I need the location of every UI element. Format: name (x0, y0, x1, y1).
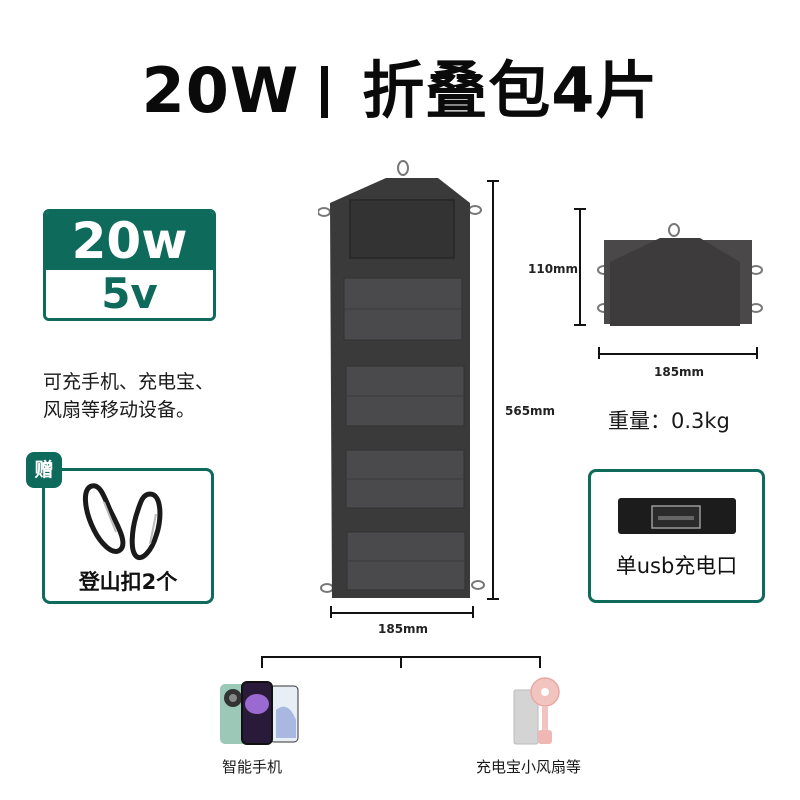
unfolded-height-label: 565mm (505, 404, 556, 418)
usb-port-icon (618, 498, 736, 534)
powerbank-fan-icon (513, 677, 560, 745)
description-line-2: 风扇等移动设备。 (43, 399, 196, 421)
dimension-tick (487, 598, 499, 600)
spec-badge: 20w 5v (43, 209, 216, 321)
spec-voltage: 5v (46, 270, 213, 318)
folded-height-label: 110mm (528, 262, 579, 276)
usb-label: 单usb充电口 (615, 554, 738, 578)
description-line-1: 可充手机、充电宝、 (43, 371, 215, 393)
gift-badge: 赠 (26, 452, 62, 488)
device-label-powerbank-fan: 充电宝小风扇等 (476, 758, 582, 776)
dimension-tick (330, 606, 332, 618)
dimension-tick (574, 324, 586, 326)
usb-card (588, 469, 765, 603)
gift-card (42, 468, 214, 604)
folded-width-label: 185mm (654, 365, 705, 379)
title-separator (321, 66, 329, 118)
dimension-tick (472, 606, 474, 618)
dimension-tick (756, 347, 758, 359)
weight-label: 重量：0.3kg (608, 409, 730, 433)
height-dimension-line (492, 180, 494, 600)
spec-power: 20w (46, 212, 213, 270)
dimension-tick (574, 208, 586, 210)
bracket-tick (400, 656, 402, 668)
gift-label: 登山扣2个 (78, 570, 178, 594)
solar-panel-folded-image (597, 223, 763, 326)
smartphone-icon (220, 681, 299, 745)
folded-width-line (599, 353, 757, 355)
solar-panel-unfolded-image (318, 160, 485, 598)
carabiner-icon (83, 483, 163, 560)
title-product: 折叠包4片 (362, 54, 659, 127)
usage-description: 可充手机、充电宝、 风扇等移动设备。 (43, 368, 214, 424)
bracket-tick (539, 656, 541, 668)
folded-height-line (579, 208, 581, 326)
page-title: 20W 折叠包4片 (0, 40, 800, 130)
device-label-smartphone: 智能手机 (222, 758, 283, 776)
width-dimension-line (331, 612, 473, 614)
bracket-tick (261, 656, 263, 668)
title-power: 20W (141, 54, 300, 127)
dimension-tick (487, 180, 499, 182)
dimension-tick (598, 347, 600, 359)
unfolded-width-label: 185mm (378, 622, 429, 636)
